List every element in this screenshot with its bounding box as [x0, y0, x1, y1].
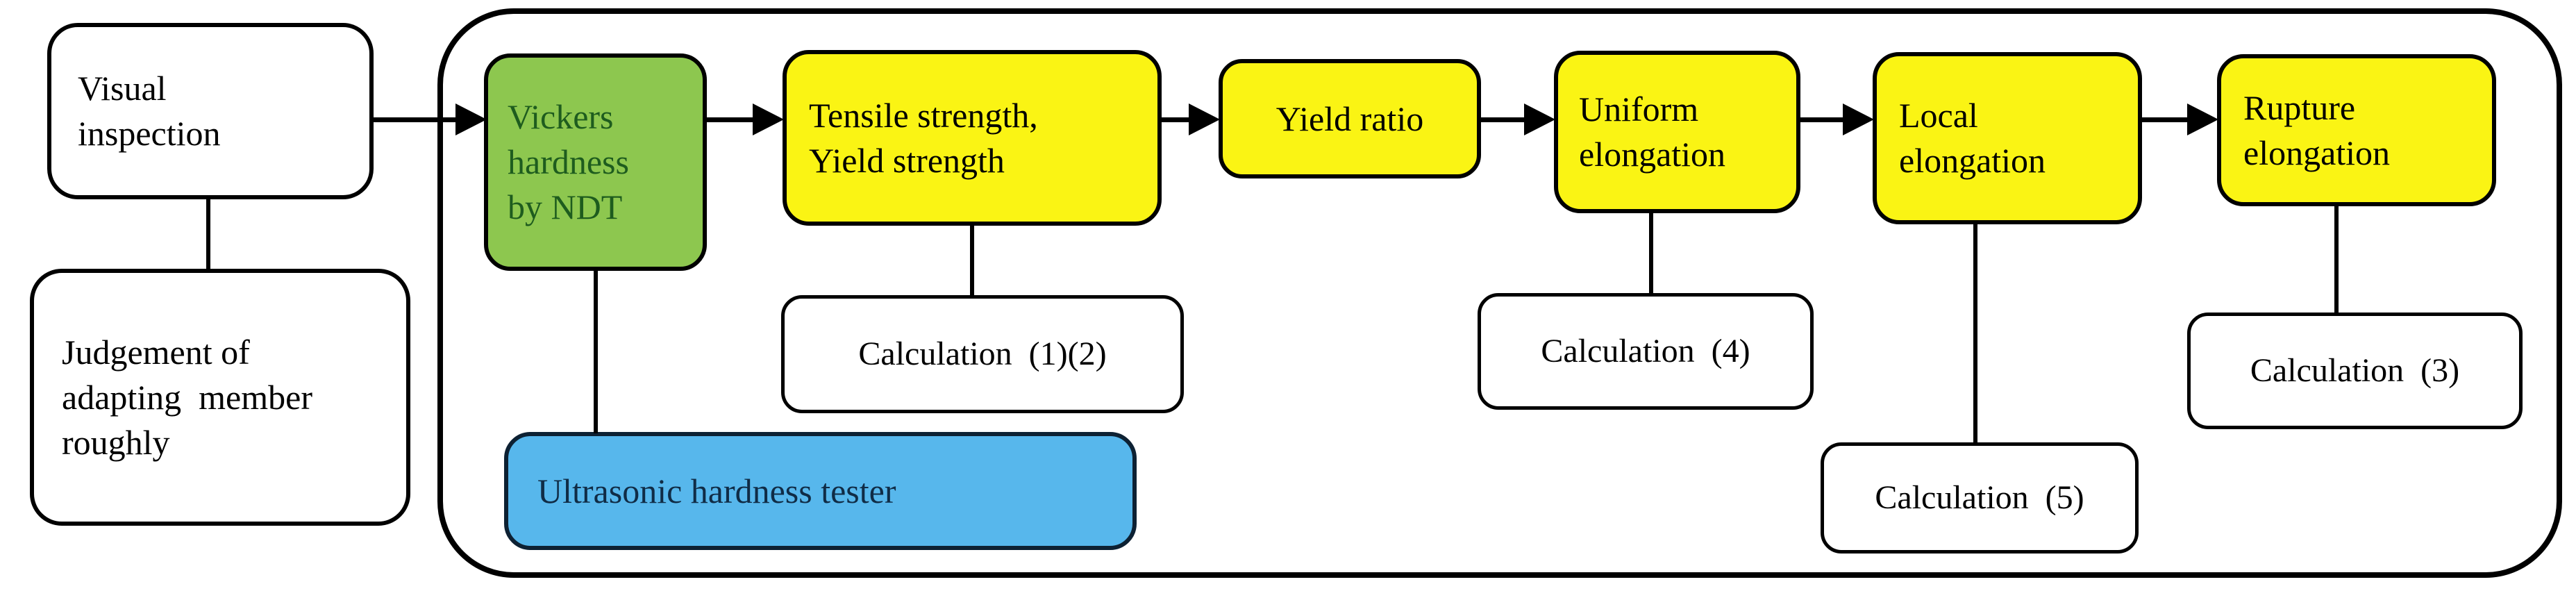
- arrowhead-icon: [753, 103, 784, 135]
- link-vickers-to-ultrasonic: [594, 269, 598, 433]
- node-ultrasonic-label: Ultrasonic hardness tester: [537, 471, 896, 510]
- link-rupture-to-calculation-3: [2334, 205, 2339, 314]
- link-visual-to-judgement: [206, 198, 210, 270]
- node-tensile-label: Tensile strength, Yield strength: [809, 95, 1038, 180]
- node-judgement-label: Judgement of adapting member roughly: [62, 332, 312, 462]
- node-calculation-1-2-label: Calculation (1)(2): [858, 335, 1107, 372]
- ndt-procedure-frame: [437, 8, 2562, 578]
- node-ultrasonic-hardness-tester: Ultrasonic hardness tester: [504, 432, 1137, 550]
- arrowhead-icon: [1524, 103, 1555, 135]
- node-visual-inspection: Visual inspection: [47, 23, 374, 199]
- node-uniform-elongation: Uniform elongation: [1554, 51, 1800, 213]
- node-calculation-5-label: Calculation (5): [1875, 478, 2084, 516]
- link-local-to-calculation-5: [1973, 223, 1977, 444]
- arrowhead-icon: [2187, 103, 2218, 135]
- arrowhead-icon: [1189, 103, 1220, 135]
- node-yield-ratio: Yield ratio: [1219, 59, 1481, 178]
- node-local-label: Local elongation: [1899, 96, 2046, 180]
- arrow-tensile-to-yield-ratio: [1162, 117, 1192, 122]
- arrow-visual-to-vickers: [374, 117, 458, 122]
- link-tensile-to-calculation-1-2: [970, 224, 974, 297]
- node-vickers-label: Vickers hardness by NDT: [508, 97, 629, 226]
- arrow-yield-ratio-to-uniform: [1481, 117, 1527, 122]
- arrow-vickers-to-tensile: [707, 117, 755, 122]
- node-judgement-of-adapting-member: Judgement of adapting member roughly: [30, 269, 410, 526]
- link-uniform-to-calculation-4: [1649, 212, 1653, 294]
- arrow-uniform-to-local: [1800, 117, 1846, 122]
- arrowhead-icon: [1843, 103, 1874, 135]
- node-calculation-3: Calculation (3): [2187, 313, 2523, 429]
- node-local-elongation: Local elongation: [1873, 52, 2142, 224]
- node-calculation-1-2: Calculation (1)(2): [781, 295, 1184, 413]
- node-calculation-4: Calculation (4): [1478, 293, 1814, 410]
- node-calculation-3-label: Calculation (3): [2250, 351, 2460, 389]
- arrowhead-icon: [455, 103, 487, 135]
- node-rupture-elongation: Rupture elongation: [2217, 54, 2496, 206]
- arrow-local-to-rupture: [2142, 117, 2191, 122]
- node-vickers-hardness-by-ndt: Vickers hardness by NDT: [484, 53, 707, 271]
- node-yield-ratio-label: Yield ratio: [1276, 99, 1424, 138]
- node-visual-inspection-label: Visual inspection: [78, 69, 221, 153]
- node-rupture-label: Rupture elongation: [2243, 88, 2391, 172]
- node-uniform-label: Uniform elongation: [1579, 90, 1726, 174]
- node-calculation-4-label: Calculation (4): [1541, 332, 1750, 369]
- node-tensile-yield-strength: Tensile strength, Yield strength: [783, 50, 1162, 226]
- node-calculation-5: Calculation (5): [1821, 442, 2139, 553]
